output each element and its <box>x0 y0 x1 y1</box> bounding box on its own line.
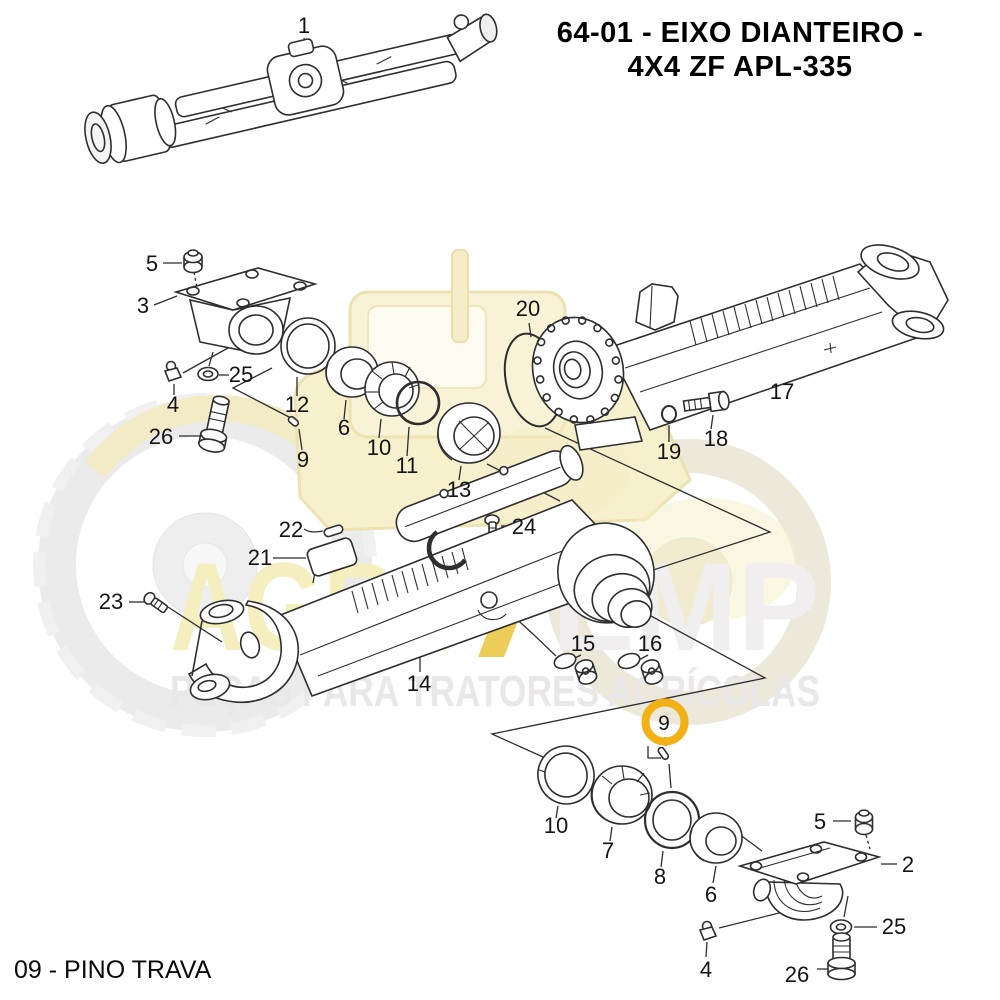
label-18: 18 <box>704 426 728 451</box>
label-24: 24 <box>512 514 536 539</box>
part-kingpin-26-top <box>197 395 230 453</box>
label-8: 8 <box>654 864 666 889</box>
part-housing-17 <box>531 244 949 451</box>
part-plug-5-bottom <box>854 809 874 836</box>
part-lock-pin-9-bottom <box>657 746 670 761</box>
part-screw-23 <box>143 591 169 614</box>
page-title: 64-01 - EIXO DIANTEIRO - 4X4 ZF APL-335 <box>505 16 975 84</box>
part-bearing-cup-6-bottom <box>689 812 743 864</box>
label-10-top: 10 <box>367 435 391 460</box>
label-3: 3 <box>137 293 149 318</box>
part-cap-16 <box>617 652 664 685</box>
label-17: 17 <box>770 379 794 404</box>
label-16: 16 <box>638 631 662 656</box>
label-5-top: 5 <box>146 251 158 276</box>
label-6-top: 6 <box>338 415 350 440</box>
title-line-1: 64-01 - EIXO DIANTEIRO - <box>556 17 924 49</box>
label-9-top: 9 <box>297 447 309 472</box>
label-22: 22 <box>279 517 303 542</box>
highlight-marker: 9 <box>641 698 689 746</box>
label-5-bottom: 5 <box>814 809 826 834</box>
label-21: 21 <box>248 545 272 570</box>
part-grease-fitting-4-top <box>163 360 183 382</box>
highlight-circle <box>641 698 689 746</box>
label-12: 12 <box>285 392 309 417</box>
label-11: 11 <box>396 453 419 478</box>
label-1: 1 <box>298 13 310 38</box>
part-bracket-3 <box>173 267 318 355</box>
part-axle-arm-14 <box>187 444 655 703</box>
label-2: 2 <box>902 852 914 877</box>
part-bearing-cup-7 <box>590 765 653 825</box>
label-10-bottom: 10 <box>544 813 568 838</box>
label-9-highlighted: 9 <box>658 712 670 735</box>
part-bracket-2 <box>737 841 882 921</box>
label-4-bottom: 4 <box>700 957 712 982</box>
part-axle-assembly-1 <box>84 13 498 164</box>
part-seal-ring-10-bottom <box>537 745 595 805</box>
part-ring-11 <box>395 380 441 426</box>
part-nut-25-top <box>197 366 219 382</box>
part-block-21 <box>306 537 358 577</box>
highlighted-part-caption: 09 - PINO TRAVA <box>14 956 212 984</box>
part-plug-5-top <box>183 249 203 274</box>
label-7: 7 <box>602 838 614 863</box>
label-26-top: 26 <box>149 424 173 449</box>
part-grease-fitting-4-bottom <box>698 920 718 941</box>
label-4-top: 4 <box>167 392 179 417</box>
part-nut-25-bottom <box>829 919 853 935</box>
label-26-bottom: 26 <box>785 962 809 987</box>
part-cap-15 <box>553 652 598 685</box>
part-ring-19 <box>661 405 677 423</box>
label-23: 23 <box>99 589 123 614</box>
part-lock-pin-9-top <box>287 415 300 427</box>
label-25-top: 25 <box>229 362 253 387</box>
callout-labels: 1 5 3 4 26 25 12 9 6 10 11 13 20 17 18 1… <box>99 13 914 987</box>
label-14: 14 <box>407 671 431 696</box>
label-25-bottom: 25 <box>882 914 906 939</box>
part-bearing-cup-13 <box>437 402 501 464</box>
label-13: 13 <box>447 477 471 502</box>
title-line-2: 4X4 ZF APL-335 <box>627 51 853 83</box>
label-6-bottom: 6 <box>705 882 717 907</box>
part-seal-ring-12 <box>280 317 336 375</box>
label-15: 15 <box>571 631 595 656</box>
part-bolt-18 <box>682 390 730 413</box>
part-bearing-cone-10-top <box>364 361 420 417</box>
part-kingpin-26-bottom <box>827 932 856 981</box>
label-19: 19 <box>657 439 681 464</box>
label-20: 20 <box>516 296 540 321</box>
part-pin-22 <box>323 524 344 538</box>
